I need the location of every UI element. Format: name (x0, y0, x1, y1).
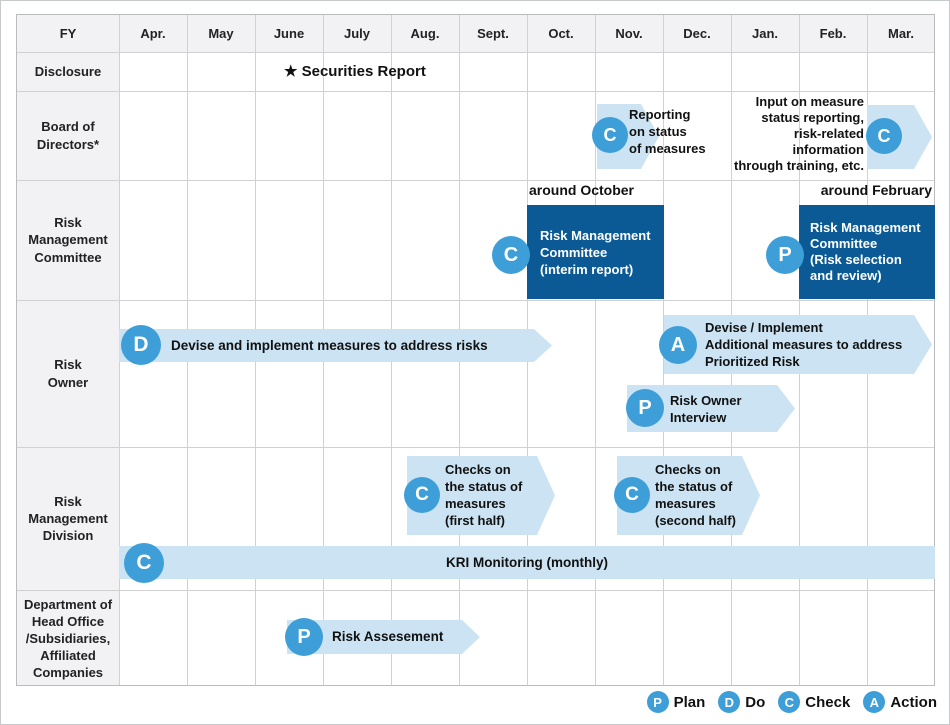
pdca-action-icon: A (659, 326, 697, 364)
rmc-risk-selection-box: Risk Management Committee (Risk selectio… (799, 205, 935, 299)
rmc-risk-selection-text: Risk Management Committee (Risk selectio… (810, 220, 921, 283)
month-header-feb: Feb. (819, 26, 847, 41)
month-header-dec: Dec. (683, 26, 711, 41)
division-check-first-text: Checks on the status of measures (first … (445, 462, 523, 528)
pdca-do-icon: D (121, 325, 161, 365)
month-header-mar: Mar. (887, 26, 914, 41)
bod-check-feb-note: Input on measure status reporting, risk-… (734, 94, 864, 173)
month-header-sept: Sept. (477, 26, 509, 41)
month-header-jan: Jan. (751, 26, 778, 41)
grid-line-horizontal (17, 91, 934, 92)
month-header-oct: Oct. (548, 26, 574, 41)
grid-line-vertical (595, 15, 596, 685)
legend-item-do: D Do (718, 691, 765, 713)
pdca-check-icon: C (124, 543, 164, 583)
month-header-aug: Aug. (410, 26, 440, 41)
pdca-check-icon: C (778, 691, 801, 713)
grid-line-horizontal (17, 447, 934, 448)
row-label-board-of-directors: Board of Directors* (36, 119, 100, 152)
owner-interview-text: Risk Owner Interview (670, 393, 742, 425)
kri-monitoring-text: KRI Monitoring (monthly) (446, 555, 608, 570)
legend-label: Check (805, 693, 851, 711)
month-header-july: July (343, 26, 370, 41)
pdca-check-icon: C (404, 477, 440, 513)
month-header-may: May (208, 26, 234, 41)
rmc-interim-report-text: Risk Management Committee (interim repor… (540, 227, 651, 277)
owner-additional-text: Devise / Implement Additional measures t… (705, 320, 903, 369)
month-header-june: June (273, 26, 305, 41)
kri-monitoring-band (119, 546, 935, 579)
pdca-legend: P Plan D Do C Check A Action (646, 691, 937, 713)
grid-line-horizontal (17, 180, 934, 181)
row-label-department-head-office: Department of Head Office /Subsidiaries,… (23, 596, 113, 681)
grid-line-horizontal (17, 300, 934, 301)
pdca-plan-icon: P (285, 618, 323, 656)
row-label-risk-management-division: Risk Management Division (28, 493, 108, 544)
legend-item-plan: P Plan (646, 691, 706, 713)
month-header-apr: Apr. (140, 26, 166, 41)
fy-header: FY (59, 26, 77, 41)
pdca-plan-icon: P (626, 389, 664, 427)
row-label-disclosure: Disclosure (34, 63, 102, 79)
row-label-risk-owner: Risk Owner (47, 357, 89, 390)
dept-risk-assessment-text: Risk Assesement (332, 629, 444, 644)
grid-line-horizontal (17, 590, 934, 591)
month-header-nov: Nov. (615, 26, 643, 41)
schedule-table: FY Apr. May June July Aug. Sept. Oct. No… (16, 14, 935, 686)
pdca-check-icon: C (592, 117, 628, 153)
pdca-plan-icon: P (766, 236, 804, 274)
bod-check-nov-note: Reporting on status of measures (629, 107, 706, 156)
pdca-plan-icon: P (646, 691, 669, 713)
division-check-second-text: Checks on the status of measures (second… (655, 462, 736, 528)
pdca-action-icon: A (863, 691, 886, 713)
owner-devise-text: Devise and implement measures to address… (171, 338, 488, 353)
pdca-do-icon: D (718, 691, 741, 713)
grid-line-horizontal (17, 52, 934, 53)
rmc-interim-report-box: Risk Management Committee (interim repor… (527, 205, 664, 299)
legend-label: Plan (673, 693, 706, 711)
row-label-risk-management-committee: Risk Management Committee (28, 215, 108, 265)
pdca-check-icon: C (614, 477, 650, 513)
around-october-label: around October (529, 182, 635, 198)
month-header-background (17, 15, 934, 52)
securities-report-milestone: ★ Securities Report (284, 63, 426, 80)
legend-label: Do (745, 693, 766, 711)
owner-additional-arrow (664, 315, 932, 374)
legend-label: Action (890, 693, 937, 711)
legend-item-action: A Action (863, 691, 937, 713)
pdca-check-icon: C (866, 118, 902, 154)
legend-item-check: C Check (778, 691, 850, 713)
pdca-check-icon: C (492, 236, 530, 274)
row-label-column-background (17, 15, 119, 685)
around-february-label: around February (820, 182, 932, 198)
owner-devise-band (119, 329, 552, 362)
